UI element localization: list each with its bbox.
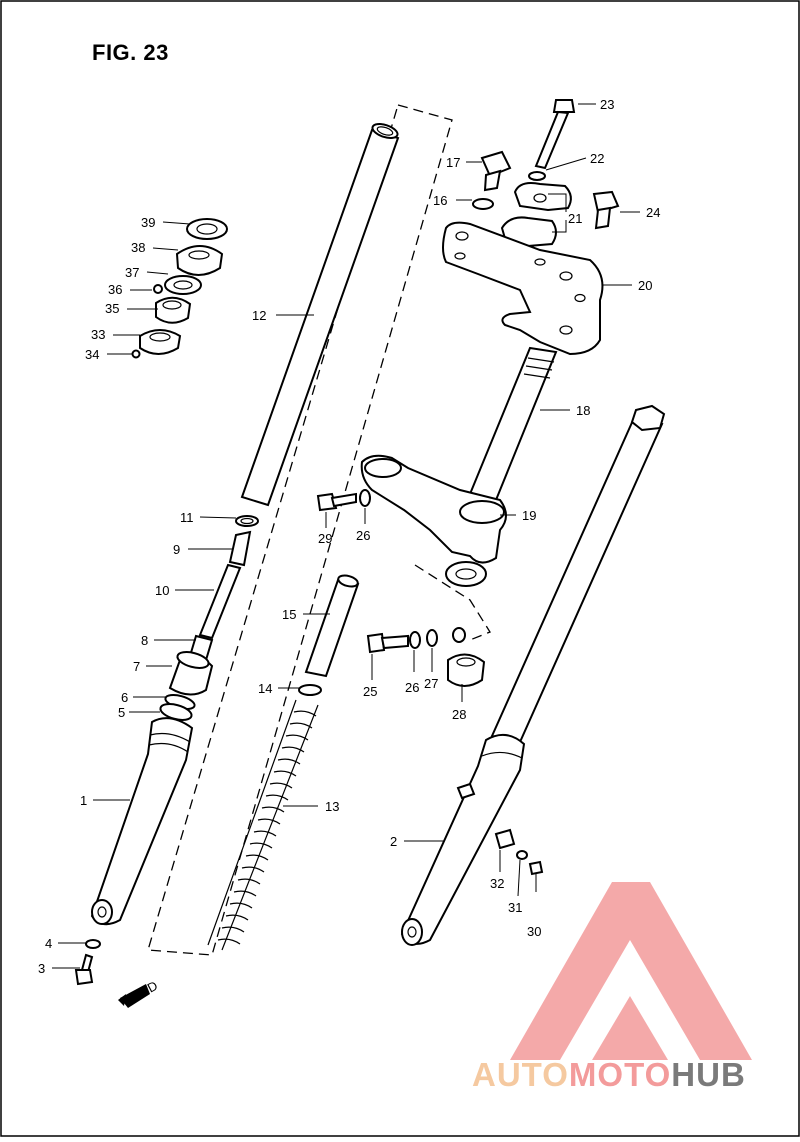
part-10-damper-rod [198,563,242,640]
logo-part-moto: MOTO [568,1056,672,1093]
callout-17: 17 [446,155,460,170]
dashed-group-outline-left [147,104,453,956]
part-29-bolt [316,492,357,512]
callout-39: 39 [141,215,155,230]
callout-25: 25 [363,684,377,699]
fwd-arrow-icon: FWD [118,978,160,1008]
logo-part-auto: AUTO [472,1056,569,1093]
part-9-spring [228,530,252,567]
part-4-washer [85,939,101,949]
part-34-ball [131,349,141,359]
part-14-washer [298,684,322,696]
part-38-washer [175,245,224,276]
callout-11: 11 [180,510,194,525]
callout-16: 16 [433,193,447,208]
part-18-steering-stem [468,346,558,502]
part-24-bolt [592,190,620,230]
callout-24: 24 [646,205,660,220]
part-2-right-fork [400,404,666,946]
part-7-seal [168,651,214,696]
callout-26-lower: 26 [405,680,419,695]
part-13-fork-spring [207,699,319,951]
part-3-bolt [74,953,94,986]
callout-30: 30 [527,924,541,939]
part-19-lower-bracket [360,454,507,587]
callout-7: 7 [133,659,140,674]
callout-36: 36 [108,282,122,297]
callout-14: 14 [258,681,272,696]
part-16-washer [472,198,494,210]
callout-18: 18 [576,403,590,418]
callout-5: 5 [118,705,125,720]
part-15-spacer [304,574,360,678]
part-25-bolt [366,632,409,654]
part-17-bolt [480,150,512,192]
part-32-clip [494,828,516,850]
callout-27: 27 [424,676,438,691]
callout-15: 15 [282,607,296,622]
figure-title: FIG. 23 [92,40,169,65]
callout-6: 6 [121,690,128,705]
dashed-group-outline-bracket [414,564,491,641]
part-30-screw [528,860,544,892]
callout-13: 13 [325,799,339,814]
part-35-race [155,296,192,324]
part-11-ring [235,515,259,527]
part-22-washer [528,171,546,181]
part-36-ball [153,284,163,294]
part-21-clamp-lower [500,216,557,248]
part-1-outer-tube [90,717,194,926]
callout-20: 20 [638,278,652,293]
callout-35: 35 [105,301,119,316]
part-37-race [164,275,202,295]
callout-1: 1 [80,793,87,808]
callout-26-upper: 26 [356,528,370,543]
callout-31: 31 [508,900,522,915]
callout-29: 29 [318,531,332,546]
callout-3: 3 [38,961,45,976]
leader-lines [52,103,640,969]
callout-8: 8 [141,633,148,648]
part-23-bolt [534,99,576,170]
callout-labels: 39 38 37 36 35 33 34 12 11 9 10 8 7 6 5 … [38,97,660,976]
callout-38: 38 [131,240,145,255]
fwd-label: FWD [127,978,160,1005]
logo-part-hub: HUB [671,1056,746,1093]
part-31-washer [516,850,528,860]
callout-23: 23 [600,97,614,112]
part-26-washer-upper [359,489,371,507]
callout-19: 19 [522,508,536,523]
automotohub-logo-mark [510,882,752,1060]
part-33-seal [139,329,182,355]
callout-12: 12 [252,308,266,323]
callout-10: 10 [155,583,169,598]
callout-34: 34 [85,347,99,362]
callout-9: 9 [173,542,180,557]
callout-2: 2 [390,834,397,849]
callout-32: 32 [490,876,504,891]
part-12-inner-tube [240,123,400,507]
callout-21: 21 [568,211,582,226]
callout-33: 33 [91,327,105,342]
part-26-washer-lower [409,631,421,649]
part-21-clamp-upper [513,182,572,212]
part-20-upper-bracket [442,221,604,356]
callout-28: 28 [452,707,466,722]
callout-4: 4 [45,936,52,951]
callout-37: 37 [125,265,139,280]
part-28-damper [447,627,486,687]
part-39-nut [186,218,228,240]
automotohub-logo-text: AUTOMOTOHUB [472,1056,746,1094]
part-27-washer [426,629,438,647]
callout-22: 22 [590,151,604,166]
